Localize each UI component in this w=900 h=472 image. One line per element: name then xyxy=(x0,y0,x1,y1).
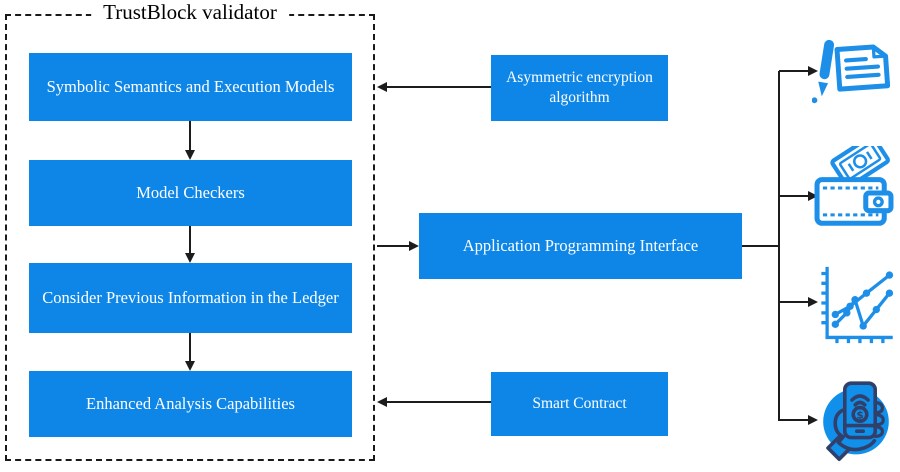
node-smart-contract: Smart Contract xyxy=(491,372,668,436)
arrowhead-left-icon xyxy=(377,397,387,407)
branch-trunk-line xyxy=(778,71,780,421)
trustblock-validator-frame: TrustBlock validator xyxy=(5,0,375,461)
branch-to-contract-icon xyxy=(779,70,809,72)
contract-signing-icon xyxy=(812,36,898,106)
frame-title: TrustBlock validator xyxy=(91,0,289,25)
step-symbolic-semantics: Symbolic Semantics and Execution Models xyxy=(29,53,352,121)
line-chart-icon xyxy=(814,261,896,345)
arrowhead-down-icon xyxy=(185,150,195,160)
arrowhead-left-icon xyxy=(377,82,387,92)
step-model-checkers: Model Checkers xyxy=(29,160,352,226)
wallet-money-icon xyxy=(812,146,896,230)
arrow-step2-step3 xyxy=(189,226,191,253)
arrowhead-down-icon xyxy=(185,361,195,371)
arrow-step3-step4 xyxy=(189,333,191,361)
mobile-payment-icon: $ xyxy=(816,372,896,464)
arrowhead-right-icon xyxy=(808,66,818,76)
arrowhead-right-icon xyxy=(409,241,419,251)
step-consider-previous-information: Consider Previous Information in the Led… xyxy=(29,263,352,333)
arrowhead-down-icon xyxy=(185,253,195,263)
node-api: Application Programming Interface xyxy=(419,213,742,279)
branch-to-payment-icon xyxy=(779,419,809,421)
arrowhead-right-icon xyxy=(808,415,818,425)
connector-api-to-branch xyxy=(742,245,780,247)
arrowhead-right-icon xyxy=(808,297,818,307)
branch-to-wallet-icon xyxy=(779,195,809,197)
arrow-smart-contract-to-validator xyxy=(386,401,491,403)
step-enhanced-analysis: Enhanced Analysis Capabilities xyxy=(29,371,352,437)
arrow-step1-step2 xyxy=(189,121,191,151)
node-asymmetric-encryption: Asymmetric encryption algorithm xyxy=(491,55,668,121)
svg-text:$: $ xyxy=(856,409,863,421)
branch-to-chart-icon xyxy=(779,301,809,303)
arrow-asymmetric-to-validator xyxy=(386,86,491,88)
arrowhead-right-icon xyxy=(808,191,818,201)
arrow-validator-to-api xyxy=(377,245,411,247)
